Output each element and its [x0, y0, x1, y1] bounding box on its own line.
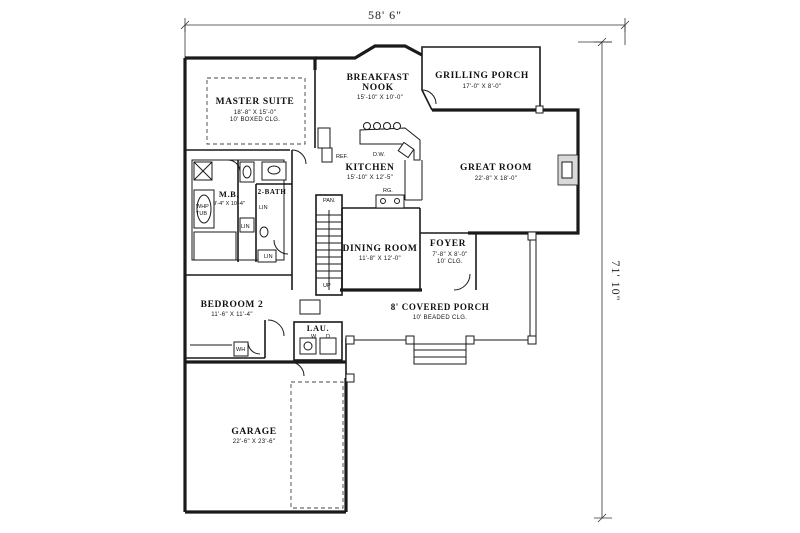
- fixture-labels: REF. D.W. RG. PAN. UP WHP TUB LIN LIN LI…: [196, 152, 393, 353]
- whirlpool-tub-label-line1: WHP: [196, 204, 209, 210]
- garage-size: 22'-6" X 23'-6": [233, 439, 275, 445]
- whirlpool-tub-label-line2: TUB: [196, 211, 207, 217]
- master-bath-fixtures: [193, 161, 287, 263]
- grilling-porch-post: [535, 105, 544, 114]
- garage-label: GARAGE: [231, 427, 276, 437]
- kitchen-label: KITCHEN: [345, 163, 394, 173]
- bedroom-2-label: BEDROOM 2: [201, 300, 264, 310]
- second-bath-label: 2-BATH: [258, 188, 287, 196]
- bedroom-2-size: 11'-6" X 11'-4": [211, 312, 253, 318]
- staircase: [316, 210, 342, 290]
- master-suite-ceiling-note: 10' BOXED CLG.: [230, 117, 280, 123]
- master-suite-label: MASTER SUITE: [216, 97, 295, 107]
- kitchen-size: 15'-10" X 12'-5": [347, 175, 393, 181]
- great-room-label: GREAT ROOM: [460, 163, 532, 173]
- range-label: RG.: [383, 188, 393, 194]
- dining-room-size: 11'-8" X 12'-0": [359, 256, 401, 262]
- pantry-label: PAN.: [323, 198, 336, 204]
- washer-label: W: [311, 334, 317, 340]
- bedroom-closet: [190, 341, 249, 357]
- overall-width-label: 58' 6": [368, 8, 402, 22]
- linen-label-1: LIN: [241, 224, 250, 230]
- door-swings: [227, 89, 471, 377]
- room-labels: MASTER SUITE 18'-8" X 15'-0" 10' BOXED C…: [201, 71, 532, 445]
- foyer-size: 7'-8" X 8'-0": [432, 252, 467, 258]
- breakfast-nook-label-line2: NOOK: [362, 83, 393, 93]
- master-boxed-ceiling-outline: [206, 77, 306, 145]
- stair-up-label: UP: [323, 283, 331, 289]
- dining-room-label: DINING ROOM: [343, 244, 418, 254]
- interior-walls: [185, 55, 478, 364]
- refrigerator-label: REF.: [336, 154, 348, 160]
- master-bath-label: M.B.: [219, 189, 239, 199]
- covered-porch-label: 8' COVERED PORCH: [391, 302, 490, 312]
- linen-label-2: LIN: [259, 205, 268, 211]
- range-top: [375, 194, 405, 209]
- foyer-label: FOYER: [430, 239, 466, 249]
- laundry-label: LAU.: [307, 323, 329, 333]
- master-suite-size: 18'-8" X 15'-0": [234, 110, 276, 116]
- covered-porch-ceiling-note: 10' BEADED CLG.: [413, 315, 467, 321]
- dryer-label: D: [326, 334, 330, 340]
- linen-label-3: LIN: [264, 254, 273, 260]
- great-room-size: 22'-8" X 18'-0": [475, 176, 517, 182]
- dishwasher-label: D.W.: [373, 152, 385, 158]
- grilling-porch-label: GRILLING PORCH: [435, 71, 529, 81]
- covered-porch: [345, 231, 537, 383]
- laundry-appliances: [299, 299, 337, 355]
- grilling-porch-size: 17'-0" X 8'-0": [463, 84, 502, 90]
- foyer-ceiling-note: 10' CLG.: [437, 259, 463, 265]
- breakfast-nook-label-line1: BREAKFAST: [347, 73, 410, 83]
- water-heater-label: WH: [236, 347, 245, 353]
- kitchen-island: [359, 122, 423, 201]
- fireplace: [557, 154, 579, 186]
- overall-depth-label: 71' 10": [609, 260, 623, 301]
- dimension-lines: [180, 18, 630, 523]
- breakfast-nook-size: 15'-10" X 10'-0": [357, 95, 403, 101]
- garage-door-outline: [290, 381, 344, 509]
- master-bath-size: 9'-4" X 10'-4": [213, 201, 245, 207]
